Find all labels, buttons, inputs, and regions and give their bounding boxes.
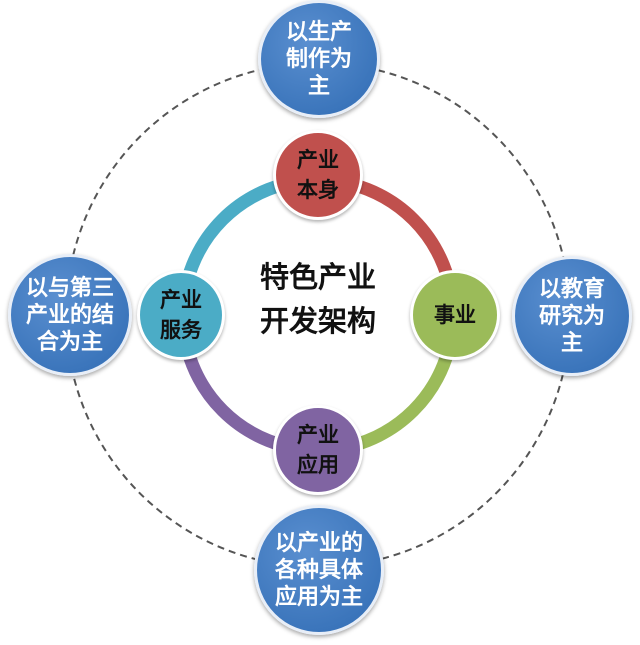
outer-node-label: 以产业的 各种具体 应用为主 (274, 530, 363, 610)
inner-node-right: 事业 (410, 270, 500, 360)
outer-node-right: 以教育 研究为 主 (512, 256, 632, 376)
inner-node-label: 事业 (434, 303, 476, 327)
outer-node-label: 以生产 制作为 主 (285, 19, 352, 99)
outer-node-label: 以教育 研究为 主 (538, 276, 605, 356)
inner-node-bottom: 产业 应用 (273, 405, 363, 495)
center-title-line1: 特色产业 (259, 260, 376, 294)
inner-node-label: 产业 服务 (160, 288, 202, 342)
outer-node-label: 以与第三 产业的结 合为主 (25, 275, 114, 355)
inner-node-label: 产业 应用 (297, 423, 339, 477)
inner-node-top: 产业 本身 (273, 130, 363, 220)
inner-node-label: 产业 本身 (297, 148, 339, 202)
center-title: 特色产业 开发架构 (238, 255, 398, 343)
outer-node-bottom: 以产业的 各种具体 应用为主 (254, 505, 384, 635)
center-title-line2: 开发架构 (259, 304, 376, 338)
inner-node-left: 产业 服务 (137, 270, 225, 360)
outer-node-left: 以与第三 产业的结 合为主 (8, 254, 132, 376)
outer-node-top: 以生产 制作为 主 (258, 0, 380, 118)
